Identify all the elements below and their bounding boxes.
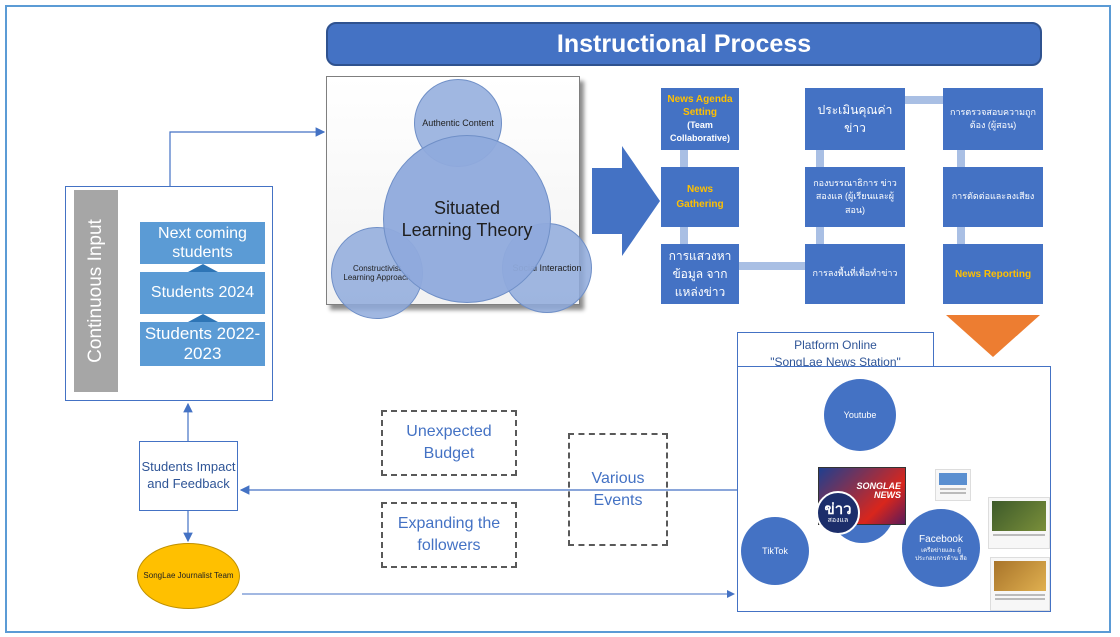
situated-learning-label: Situated Learning Theory xyxy=(401,197,533,241)
platform-title: Platform Online xyxy=(794,338,877,352)
theory-box: Authentic Content Constructivist Learnin… xyxy=(326,76,592,319)
situated-learning-circle: Situated Learning Theory xyxy=(383,135,551,303)
orange-down-arrow xyxy=(946,315,1040,357)
flow-editorial-board: กองบรรณาธิการ ข่าวสองแล (ผู้เรียนและผู้ส… xyxy=(805,167,905,227)
flow-field-reporting: การลงพื้นที่เพื่อทำข่าว xyxy=(805,244,905,304)
facebook-page-thumbnail xyxy=(988,497,1050,549)
flow-news-value-assessment: ประเมินคุณค่าข่าว xyxy=(805,88,905,150)
up-arrow-icon xyxy=(188,314,218,322)
student-group-2024: Students 2024 xyxy=(140,272,265,314)
flow-news-reporting: News Reporting xyxy=(943,244,1043,304)
diagram-frame xyxy=(5,5,1111,633)
flow-connector xyxy=(739,262,805,270)
flow-information-seeking: การแสวงหาข้อมูล จากแหล่งข่าว xyxy=(661,244,739,304)
flow-connector xyxy=(957,227,965,244)
facebook-node: Facebook เครือข่ายและ ผู้ประกอบการด้าน ส… xyxy=(902,509,980,587)
facebook-label: Facebook xyxy=(919,534,963,546)
logo-big-text: ข่าว xyxy=(824,501,852,518)
flow-connector xyxy=(957,150,965,167)
flow-connector xyxy=(680,150,688,167)
big-right-arrow xyxy=(592,146,660,256)
flow-news-gathering: News Gathering xyxy=(661,167,739,227)
student-group-2022-2023: Students 2022-2023 xyxy=(140,322,265,366)
page-title: Instructional Process xyxy=(326,22,1042,66)
flow-editing-voiceover: การตัดต่อและลงเสียง xyxy=(943,167,1043,227)
flow-connector xyxy=(816,150,824,167)
youtube-node: Youtube xyxy=(824,379,896,451)
flow-news-agenda-sub: (Team Collaborative) xyxy=(669,119,730,144)
facebook-page-thumbnail xyxy=(935,469,971,501)
flow-connector xyxy=(816,227,824,244)
various-events-box: Various Events xyxy=(568,433,668,546)
flow-news-agenda-setting: News Agenda Setting (Team Collaborative) xyxy=(661,88,739,150)
tiktok-node: TikTok xyxy=(741,517,809,585)
continuous-input-label: Continuous Input xyxy=(85,219,106,363)
social-interaction-label: Social Interaction xyxy=(512,263,582,273)
facebook-sub: เครือข่ายและ ผู้ประกอบการด้าน สื่อ xyxy=(915,547,967,562)
students-impact-feedback: Students Impact and Feedback xyxy=(139,441,238,511)
flow-accuracy-check: การตรวจสอบความถูกต้อง (ผู้สอน) xyxy=(943,88,1043,150)
expanding-followers-box: Expanding the followers xyxy=(381,502,517,568)
ci-to-theory-line xyxy=(169,127,326,186)
constructivist-label: Constructivist Learning Approach xyxy=(343,264,411,282)
songlae-journalist-team: SongLae Journalist Team xyxy=(137,543,240,609)
up-arrow-icon xyxy=(188,264,218,272)
logo-badge: ข่าว สองแล xyxy=(816,491,860,535)
flow-connector xyxy=(680,227,688,244)
platform-online-box: Youtube TikTok SONGLAE NEWS ข่าว สองแล F… xyxy=(737,366,1051,612)
flow-news-agenda-title: News Agenda Setting xyxy=(667,93,733,118)
continuous-input-label-bar: Continuous Input xyxy=(74,190,118,392)
authentic-content-label: Authentic Content xyxy=(422,118,494,128)
logo-news-text: SONGLAE NEWS xyxy=(856,481,901,500)
facebook-page-thumbnail xyxy=(990,557,1050,611)
platform-subtitle: "SongLae News Station" xyxy=(770,354,901,369)
flow-connector xyxy=(905,96,943,104)
logo-small-text: สองแล xyxy=(827,517,849,524)
student-group-next: Next coming students xyxy=(140,222,265,264)
unexpected-budget-box: Unexpected Budget xyxy=(381,410,517,476)
